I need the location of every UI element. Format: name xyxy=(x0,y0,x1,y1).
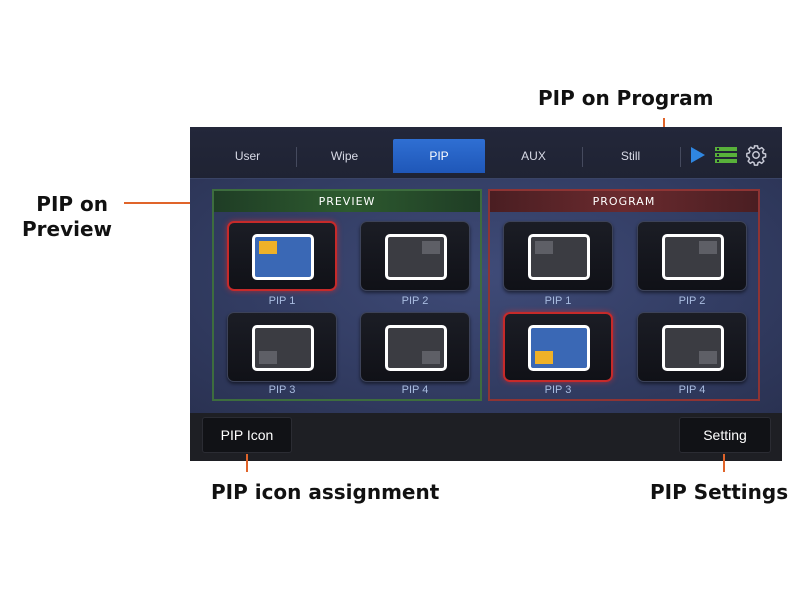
program-panel: PROGRAM PIP 1 PIP 2 PIP 3 PIP 4 xyxy=(488,189,760,401)
tab-still[interactable]: Still xyxy=(620,149,641,163)
pip-inset xyxy=(422,351,440,364)
callout-pip-on-preview-line1: PIP on xyxy=(36,192,108,216)
program-pip-4-button[interactable] xyxy=(637,312,747,382)
pip-inset xyxy=(535,351,553,364)
callout-pip-icon-assignment: PIP icon assignment xyxy=(211,480,440,504)
tab-divider xyxy=(680,147,681,167)
program-pip-3-label: PIP 3 xyxy=(544,384,572,396)
pip-frame-icon xyxy=(385,234,447,280)
tab-divider xyxy=(582,147,583,167)
pip-inset xyxy=(259,351,277,364)
pip-icon-button[interactable]: PIP Icon xyxy=(202,417,292,453)
program-header: PROGRAM xyxy=(490,191,758,212)
program-pip-2-button[interactable] xyxy=(637,221,747,291)
top-tab-bar: User Wipe PIP AUX Still xyxy=(190,127,782,179)
preview-header: PREVIEW xyxy=(214,191,480,212)
setting-button[interactable]: Setting xyxy=(679,417,771,453)
tab-wipe[interactable]: Wipe xyxy=(330,149,359,163)
pip-frame-icon xyxy=(252,234,314,280)
preview-pip-3-label: PIP 3 xyxy=(268,384,296,396)
pip-frame-icon xyxy=(252,325,314,371)
preview-panel: PREVIEW PIP 1 PIP 2 PIP 3 PIP 4 xyxy=(212,189,482,401)
pip-inset xyxy=(535,241,553,254)
storage-icon[interactable] xyxy=(715,147,737,163)
callout-leader-preview xyxy=(124,202,228,204)
callout-pip-on-program: PIP on Program xyxy=(538,86,714,110)
callout-pip-settings: PIP Settings xyxy=(650,480,789,504)
callout-leader-settings xyxy=(723,454,725,472)
callout-leader-pip-icon xyxy=(246,454,248,472)
program-pip-1-button[interactable] xyxy=(503,221,613,291)
preview-pip-1-button[interactable] xyxy=(227,221,337,291)
callout-pip-on-preview-line2: Preview xyxy=(22,217,113,241)
program-pip-3-button[interactable] xyxy=(503,312,613,382)
callout-pip-on-preview: PIP on Preview xyxy=(22,192,113,242)
tab-aux[interactable]: AUX xyxy=(521,149,546,163)
pip-frame-icon xyxy=(385,325,447,371)
preview-pip-2-button[interactable] xyxy=(360,221,470,291)
switcher-screen: User Wipe PIP AUX Still PREVIEW xyxy=(190,127,782,461)
preview-pip-2-label: PIP 2 xyxy=(401,295,429,307)
pip-frame-icon xyxy=(528,234,590,280)
pip-frame-icon xyxy=(662,325,724,371)
preview-pip-4-button[interactable] xyxy=(360,312,470,382)
preview-pip-3-button[interactable] xyxy=(227,312,337,382)
play-icon[interactable] xyxy=(691,147,705,163)
program-pip-1-label: PIP 1 xyxy=(544,295,572,307)
tab-divider xyxy=(296,147,297,167)
gear-icon[interactable] xyxy=(745,144,767,166)
program-pip-2-label: PIP 2 xyxy=(678,295,706,307)
program-pip-4-label: PIP 4 xyxy=(678,384,706,396)
pip-inset xyxy=(422,241,440,254)
bottom-bar: PIP Icon Setting xyxy=(190,413,782,461)
pip-inset xyxy=(699,241,717,254)
pip-main-area: PREVIEW PIP 1 PIP 2 PIP 3 PIP 4 PROGRAM xyxy=(190,179,782,413)
pip-frame-icon xyxy=(528,325,590,371)
tab-user[interactable]: User xyxy=(234,149,261,163)
tab-pip[interactable]: PIP xyxy=(393,139,485,173)
pip-inset xyxy=(699,351,717,364)
preview-pip-1-label: PIP 1 xyxy=(268,295,296,307)
pip-inset xyxy=(259,241,277,254)
pip-frame-icon xyxy=(662,234,724,280)
preview-pip-4-label: PIP 4 xyxy=(401,384,429,396)
